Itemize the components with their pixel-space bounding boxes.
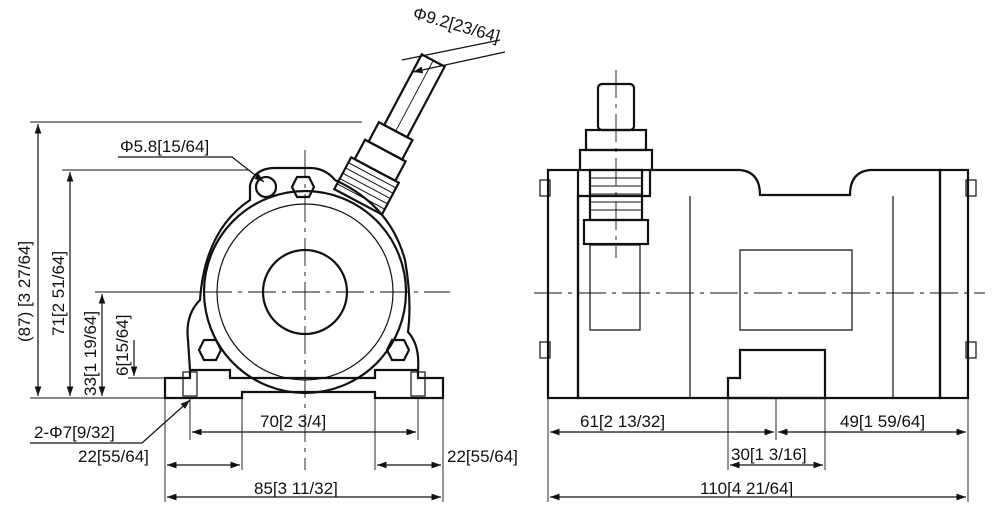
side-bolt-br (965, 341, 977, 359)
label-foot-width: 30[1 3/16] (731, 445, 807, 464)
side-bolt-bl (539, 341, 551, 359)
front-right-bolt (385, 338, 411, 362)
label-base-width: 85[3 11/32] (254, 479, 338, 498)
leader-hole (118, 156, 265, 183)
front-left-bolt (197, 338, 223, 362)
label-overall-length: 110[4 21/64] (700, 479, 793, 498)
label-overall-height: (87) [3 27/64] (15, 241, 34, 342)
side-left-cutout (589, 244, 641, 331)
label-side-right: 49[1 59/64] (840, 412, 925, 431)
front-housing (186, 166, 420, 371)
front-right-mount-hole (410, 371, 426, 397)
label-mount-holes: 2-Φ7[9/32] (34, 423, 115, 442)
side-bolt-tr (965, 179, 977, 197)
front-small-hole (254, 175, 278, 199)
front-base-plate (163, 368, 445, 400)
label-side-left: 61[2 13/32] (580, 412, 665, 431)
front-top-bolt (290, 175, 316, 199)
side-right-flange (938, 168, 970, 400)
side-main-body (576, 168, 942, 400)
dimension-labels: Φ9.2[23/64] Φ5.8[15/64] (87) [3 27/64] 7… (15, 4, 925, 498)
label-base-thickness: 6[15/64] (113, 315, 132, 376)
label-hole-spacing: 70[2 3/4] (260, 412, 326, 431)
side-center-window (739, 249, 853, 331)
leader-cable (401, 39, 501, 61)
side-left-flange (546, 168, 580, 400)
label-cable-diameter: Φ9.2[23/64] (411, 4, 502, 47)
label-right-edge: 22[55/64] (447, 447, 518, 466)
front-left-mount-hole (182, 371, 198, 397)
label-center-height: 71[2 51/64] (49, 251, 68, 336)
label-base-to-center: 33[1 19/64] (81, 311, 100, 396)
side-foot (726, 348, 827, 400)
front-view (160, 52, 450, 470)
label-hole-diameter: Φ5.8[15/64] (120, 137, 209, 156)
dimension-lines (30, 39, 969, 502)
label-left-edge: 22[55/64] (78, 447, 149, 466)
leader-cable-2 (412, 51, 506, 74)
side-view (534, 70, 985, 400)
front-cable-gland (332, 52, 447, 216)
leader-mount-holes (30, 399, 191, 444)
side-bolt-tl (539, 179, 551, 197)
